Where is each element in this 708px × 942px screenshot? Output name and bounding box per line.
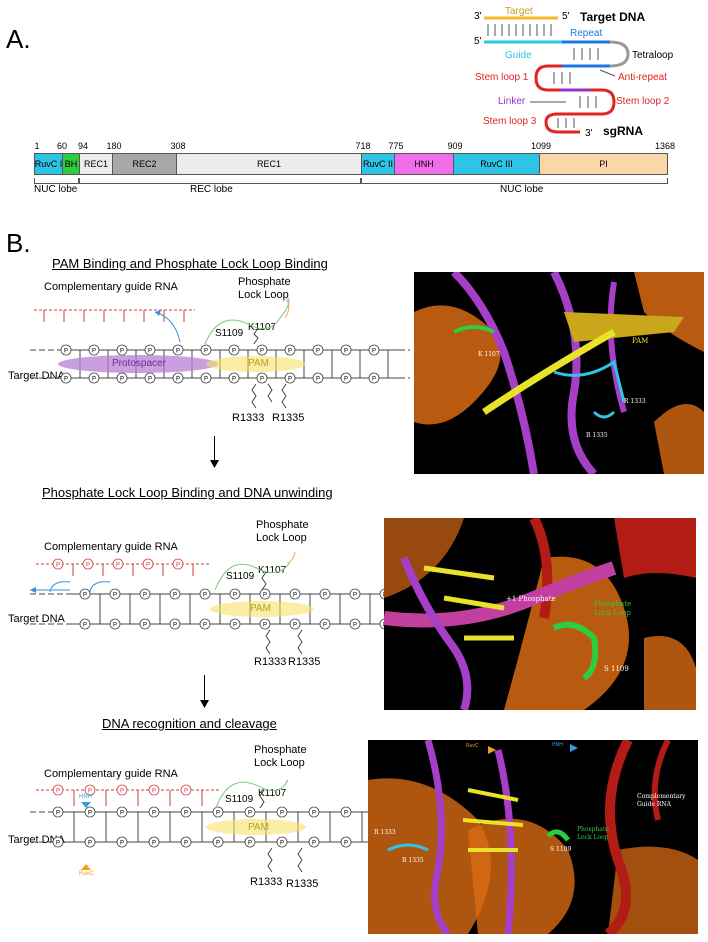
nuc-lobe-label-2: NUC lobe [500, 184, 544, 195]
stem-loop-3-label: Stem loop 3 [483, 116, 537, 127]
arrow-step1-to-2 [214, 436, 215, 462]
nuc-lobe-label-1: NUC lobe [34, 184, 78, 195]
step3-photo-r1335: R 1335 [402, 857, 424, 864]
step1-photo-k1107: K 1107 [478, 351, 500, 358]
step1-lock-loop-label: Phosphate Lock Loop [238, 276, 291, 301]
step2-photo-s1109: S 1109 [604, 665, 629, 673]
step2-title: Phosphate Lock Loop Binding and DNA unwi… [42, 485, 333, 500]
step2-lock-loop-label: Phosphate Lock Loop [256, 519, 309, 544]
step1-protospacer: Protospacer [112, 358, 166, 369]
tetraloop-label: Tetraloop [632, 50, 674, 61]
step2-target-dna: Target DNA [8, 613, 65, 625]
repeat-label: Repeat [570, 28, 603, 39]
pos-180: 180 [106, 141, 122, 151]
step3-target-dna: Target DNA [8, 834, 65, 846]
sgrna-five-prime-top: 5' [562, 11, 570, 22]
sgrna-label: sgRNA [603, 124, 644, 138]
step2-photo-plus1-phosphate: +1 Phosphate [506, 595, 556, 603]
domain-rec2: REC2 [113, 154, 177, 174]
domain-bh: BH [63, 154, 80, 174]
step3-photo-s1109: S 1109 [550, 846, 572, 853]
step2-guide-rna-label: Complementary guide RNA [44, 541, 178, 553]
step3-photo-r1333: R 1333 [374, 829, 396, 836]
step3-pam: PAM [248, 822, 269, 833]
pos-1: 1 [34, 141, 40, 151]
step1-dna-schematic [30, 298, 410, 409]
step1-target-dna: Target DNA [8, 370, 65, 382]
step3-photo-ruvc: RuvC [466, 743, 479, 749]
step3-structure-image [368, 740, 698, 934]
step2-pam: PAM [250, 603, 271, 614]
step3-k1107: K1107 [258, 788, 287, 799]
domain-rec1-b: REC1 [177, 154, 362, 174]
step1-r1335: R1335 [272, 412, 305, 424]
pos-909: 909 [447, 141, 463, 151]
step3-r1333: R1333 [250, 876, 283, 888]
step1-guide-rna-label: Complementary guide RNA [44, 281, 178, 293]
pos-308: 308 [170, 141, 186, 151]
pos-775: 775 [388, 141, 404, 151]
step3-photo-hnh: HNH [552, 742, 563, 748]
rec-lobe-label: REC lobe [190, 184, 233, 195]
anti-repeat-label: Anti-repeat [618, 72, 667, 83]
stem-loop-2-label: Stem loop 2 [616, 96, 670, 107]
domain-ruvc1: RuvC I [35, 154, 63, 174]
panel-b-letter: B. [6, 228, 31, 258]
arrow-step2-to-3 [204, 675, 205, 701]
domain-ruvc3: RuvC III [454, 154, 540, 174]
rec-lobe-bracket [79, 178, 361, 184]
sgrna-five-prime-guide: 5' [474, 36, 482, 47]
step1-s1109: S1109 [215, 328, 244, 339]
step3-r1335: R1335 [286, 878, 319, 890]
step1-title: PAM Binding and Phosphate Lock Loop Bind… [52, 256, 328, 271]
target-dna-label: Target DNA [580, 10, 646, 24]
pos-60: 60 [56, 141, 68, 151]
step3-ruvc: RuvC [79, 871, 95, 877]
step3-lock-loop-label: Phosphate Lock Loop [254, 744, 307, 769]
step1-photo-r1335: R 1335 [586, 432, 608, 439]
pos-1099: 1099 [530, 141, 552, 151]
step3-guide-rna-label: Complementary guide RNA [44, 768, 178, 780]
stem-loop-1-label: Stem loop 1 [475, 72, 529, 83]
step2-r1333: R1333 [254, 656, 287, 668]
step2-structure-image [384, 518, 696, 710]
step3-title: DNA recognition and cleavage [102, 716, 277, 731]
arrow-head-2 [200, 700, 209, 708]
pos-94: 94 [77, 141, 89, 151]
step3-s1109: S1109 [225, 794, 254, 805]
nuc-lobe-bracket-1 [34, 178, 79, 184]
step1-r1333: R1333 [232, 412, 265, 424]
arrow-head-1 [210, 460, 219, 468]
pos-1368: 1368 [654, 141, 676, 151]
sgrna-three-prime-top: 3' [474, 11, 482, 22]
nuc-lobe-bracket-2 [361, 178, 668, 184]
domain-rec1-a: REC1 [80, 154, 113, 174]
linker-label: Linker [498, 96, 526, 107]
domain-ruvc2: RuvC II [362, 154, 395, 174]
step2-s1109: S1109 [226, 571, 255, 582]
domain-pi: PI [540, 154, 667, 174]
sgrna-diagram [484, 16, 630, 134]
step2-k1107: K1107 [258, 565, 287, 576]
step3-photo-guide-rna: Complementary Guide RNA [637, 793, 686, 808]
step2-photo-lock-loop: Phosphate Lock Loop [594, 600, 632, 617]
sgrna-target-label: Target [505, 6, 533, 17]
step1-k1107: K1107 [248, 322, 277, 333]
pos-718: 718 [355, 141, 371, 151]
step2-dna-schematic [30, 552, 410, 655]
domain-bar: RuvC I BH REC1 REC2 REC1 RuvC II HNH Ruv… [34, 153, 668, 175]
step3-hnh: HNH [79, 794, 92, 800]
sgrna-three-prime-end: 3' [585, 128, 593, 139]
step3-dna-schematic [30, 780, 410, 873]
step1-pam: PAM [248, 358, 269, 369]
step3-photo-lock-loop: Phosphate Lock Loop [577, 826, 609, 841]
step2-r1335: R1335 [288, 656, 321, 668]
panel-a-letter: A. [6, 24, 31, 54]
step1-structure-image [414, 272, 704, 474]
domain-hnh: HNH [395, 154, 454, 174]
guide-label: Guide [505, 50, 532, 61]
step1-photo-r1333: R 1333 [624, 398, 646, 405]
step1-photo-pam: PAM [632, 337, 649, 345]
